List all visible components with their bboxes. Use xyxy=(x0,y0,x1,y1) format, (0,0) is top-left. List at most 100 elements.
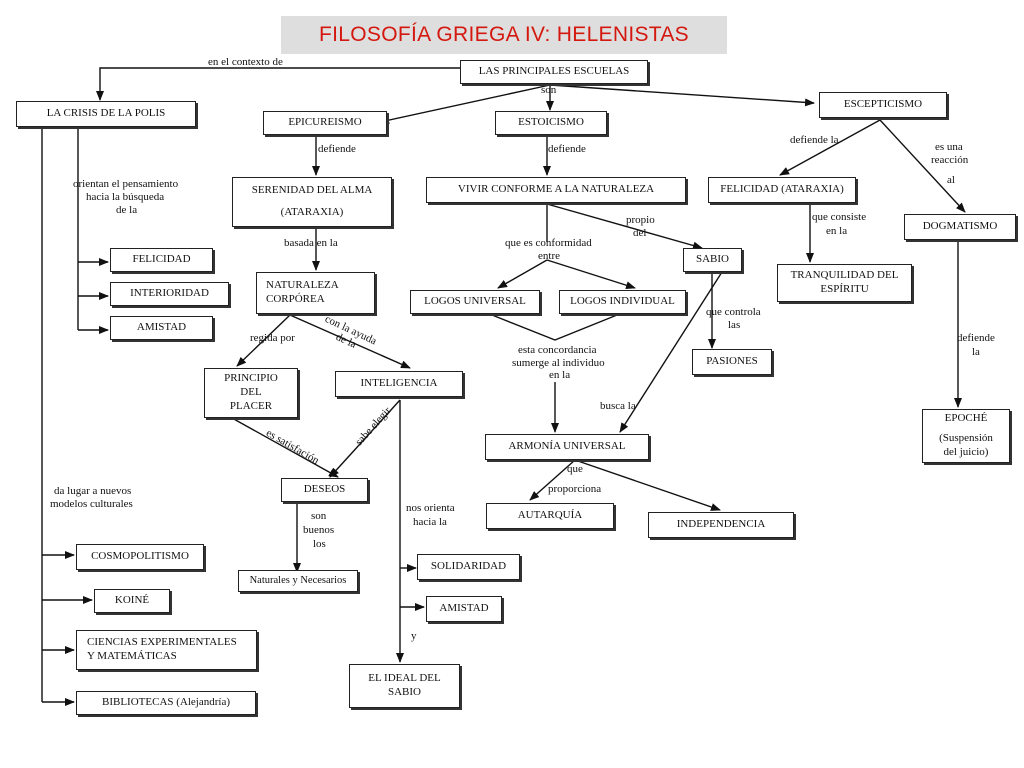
node-label: CIENCIAS EXPERIMENTALES xyxy=(87,636,237,649)
label-reaccion-3: al xyxy=(947,174,955,186)
node-felicidad[interactable]: FELICIDAD xyxy=(110,248,213,272)
node-naturaleza-corporea[interactable]: NATURALEZA CORPÓREA xyxy=(256,272,375,314)
node-label: FELICIDAD xyxy=(132,253,191,266)
node-label: Y MATEMÁTICAS xyxy=(87,650,177,662)
edge-logos-individual xyxy=(546,259,636,290)
node-autarquia[interactable]: AUTARQUÍA xyxy=(486,503,614,529)
node-label: KOINÉ xyxy=(114,594,150,607)
node-label: SOLIDARIDAD xyxy=(430,560,507,573)
label-contexto: en el contexto de xyxy=(208,56,283,68)
node-label: ARMONÍA UNIVERSAL xyxy=(508,440,626,453)
node-koine[interactable]: KOINÉ xyxy=(94,589,170,613)
node-label: EPOCHÉ xyxy=(944,412,988,425)
title-banner: FILOSOFÍA GRIEGA IV: HELENISTAS xyxy=(281,16,727,54)
node-pasiones[interactable]: PASIONES xyxy=(692,349,772,375)
node-independencia[interactable]: INDEPENDENCIA xyxy=(648,512,794,538)
node-label: FELICIDAD (ATARAXIA) xyxy=(720,183,844,196)
node-interioridad[interactable]: INTERIORIDAD xyxy=(110,282,229,306)
node-label: PRINCIPIO xyxy=(224,372,278,385)
label-propio-1: propio xyxy=(626,214,655,226)
node-dogmatismo[interactable]: DOGMATISMO xyxy=(904,214,1016,240)
node-epoche[interactable]: EPOCHÉ (Suspensión del juicio) xyxy=(922,409,1010,463)
edge-ayuda xyxy=(289,314,411,369)
node-logos-universal[interactable]: LOGOS UNIVERSAL xyxy=(410,290,540,314)
node-escepticismo[interactable]: ESCEPTICISMO xyxy=(819,92,947,118)
node-label: ESPÍRITU xyxy=(820,283,869,295)
node-vivir-naturaleza[interactable]: VIVIR CONFORME A LA NATURALEZA xyxy=(426,177,686,203)
label-consiste-2: en la xyxy=(826,225,848,237)
node-cosmopolitismo[interactable]: COSMOPOLITISMO xyxy=(76,544,204,570)
label-propio-2: del xyxy=(633,227,647,239)
label-concordancia-3: en la xyxy=(549,369,571,381)
node-inteligencia[interactable]: INTELIGENCIA xyxy=(335,371,463,397)
label-defiende-dog-2: la xyxy=(972,346,980,358)
node-amistad-ideal[interactable]: AMISTAD xyxy=(426,596,502,622)
node-label: EL IDEAL DEL xyxy=(368,672,441,685)
node-bibliotecas[interactable]: BIBLIOTECAS (Alejandría) xyxy=(76,691,256,715)
label-orientan-3: de la xyxy=(116,204,138,216)
node-crisis-polis[interactable]: LA CRISIS DE LA POLIS xyxy=(16,101,196,127)
node-principio-placer[interactable]: PRINCIPIO DEL PLACER xyxy=(204,368,298,418)
node-label: AMISTAD xyxy=(439,602,489,615)
edge-independencia xyxy=(574,459,721,511)
node-serenidad-alma[interactable]: SERENIDAD DEL ALMA (ATARAXIA) xyxy=(232,177,392,227)
node-tranquilidad-espiritu[interactable]: TRANQUILIDAD DEL ESPÍRITU xyxy=(777,264,912,302)
node-deseos[interactable]: DESEOS xyxy=(281,478,368,502)
label-controla-2: las xyxy=(728,319,741,331)
node-label: COSMOPOLITISMO xyxy=(91,550,189,563)
node-label: SERENIDAD DEL ALMA xyxy=(251,184,373,197)
node-ideal-sabio[interactable]: EL IDEAL DEL SABIO xyxy=(349,664,460,708)
node-label: (Suspensión xyxy=(939,432,993,445)
edge-defiende-felicidad xyxy=(779,119,881,176)
node-label: DOGMATISMO xyxy=(922,220,998,233)
node-label: EPICUREISMO xyxy=(288,116,362,129)
edge-sabe-elegir xyxy=(329,399,401,478)
node-epicureismo[interactable]: EPICUREISMO xyxy=(263,111,387,135)
node-estoicismo[interactable]: ESTOICISMO xyxy=(495,111,607,135)
node-solidaridad[interactable]: SOLIDARIDAD xyxy=(417,554,520,580)
node-label: LOGOS UNIVERSAL xyxy=(424,295,526,308)
edge-satisfaccion xyxy=(231,417,339,478)
node-amistad-crisis[interactable]: AMISTAD xyxy=(110,316,213,340)
label-son-buenos-2: buenos xyxy=(303,524,335,536)
node-label: INTELIGENCIA xyxy=(360,377,438,390)
node-label: SABIO xyxy=(695,253,729,266)
node-label: ESTOICISMO xyxy=(518,116,584,129)
edge-contexto xyxy=(96,67,460,101)
label-proporciona-2: proporciona xyxy=(548,483,602,495)
page-title: FILOSOFÍA GRIEGA IV: HELENISTAS xyxy=(319,23,689,46)
label-defiende-est: defiende xyxy=(548,143,586,155)
edge-regida xyxy=(236,314,291,367)
label-son-buenos-3: los xyxy=(313,538,326,550)
node-label: BIBLIOTECAS (Alejandría) xyxy=(102,696,230,709)
label-da-lugar-2: modelos culturales xyxy=(50,498,133,510)
node-label: Naturales y Necesarios xyxy=(249,575,347,587)
node-logos-individual[interactable]: LOGOS INDIVIDUAL xyxy=(559,290,686,314)
edge-autarquia xyxy=(529,459,576,501)
label-orientan-2: hacia la búsqueda xyxy=(86,191,165,203)
label-son-buenos-1: son xyxy=(311,510,327,522)
node-label: TRANQUILIDAD DEL xyxy=(790,269,899,282)
edge-son-epicureismo xyxy=(379,84,551,124)
node-label: DESEOS xyxy=(303,483,346,496)
node-label: (ATARAXIA) xyxy=(280,206,344,218)
node-label: CORPÓREA xyxy=(266,293,325,305)
node-felicidad-ataraxia[interactable]: FELICIDAD (ATARAXIA) xyxy=(708,177,856,203)
node-label: LAS PRINCIPALES ESCUELAS xyxy=(478,65,630,78)
node-label: LA CRISIS DE LA POLIS xyxy=(46,107,166,120)
node-principales-escuelas[interactable]: LAS PRINCIPALES ESCUELAS xyxy=(460,60,648,84)
node-label: VIVIR CONFORME A LA NATURALEZA xyxy=(457,183,655,196)
node-ciencias[interactable]: CIENCIAS EXPERIMENTALES Y MATEMÁTICAS xyxy=(76,630,257,670)
node-label: INDEPENDENCIA xyxy=(676,518,766,531)
label-da-lugar-1: da lugar a nuevos xyxy=(54,485,132,497)
label-y: y xyxy=(411,630,417,642)
node-sabio[interactable]: SABIO xyxy=(683,248,742,272)
node-label: SABIO xyxy=(387,686,421,698)
label-consiste-1: que consiste xyxy=(812,211,867,223)
node-naturales-necesarios[interactable]: Naturales y Necesarios xyxy=(238,570,358,592)
label-reaccion-2: reacción xyxy=(931,154,969,166)
node-armonia-universal[interactable]: ARMONÍA UNIVERSAL xyxy=(485,434,649,460)
label-defiende-la: defiende la xyxy=(790,134,839,146)
node-label: INTERIORIDAD xyxy=(130,287,209,300)
